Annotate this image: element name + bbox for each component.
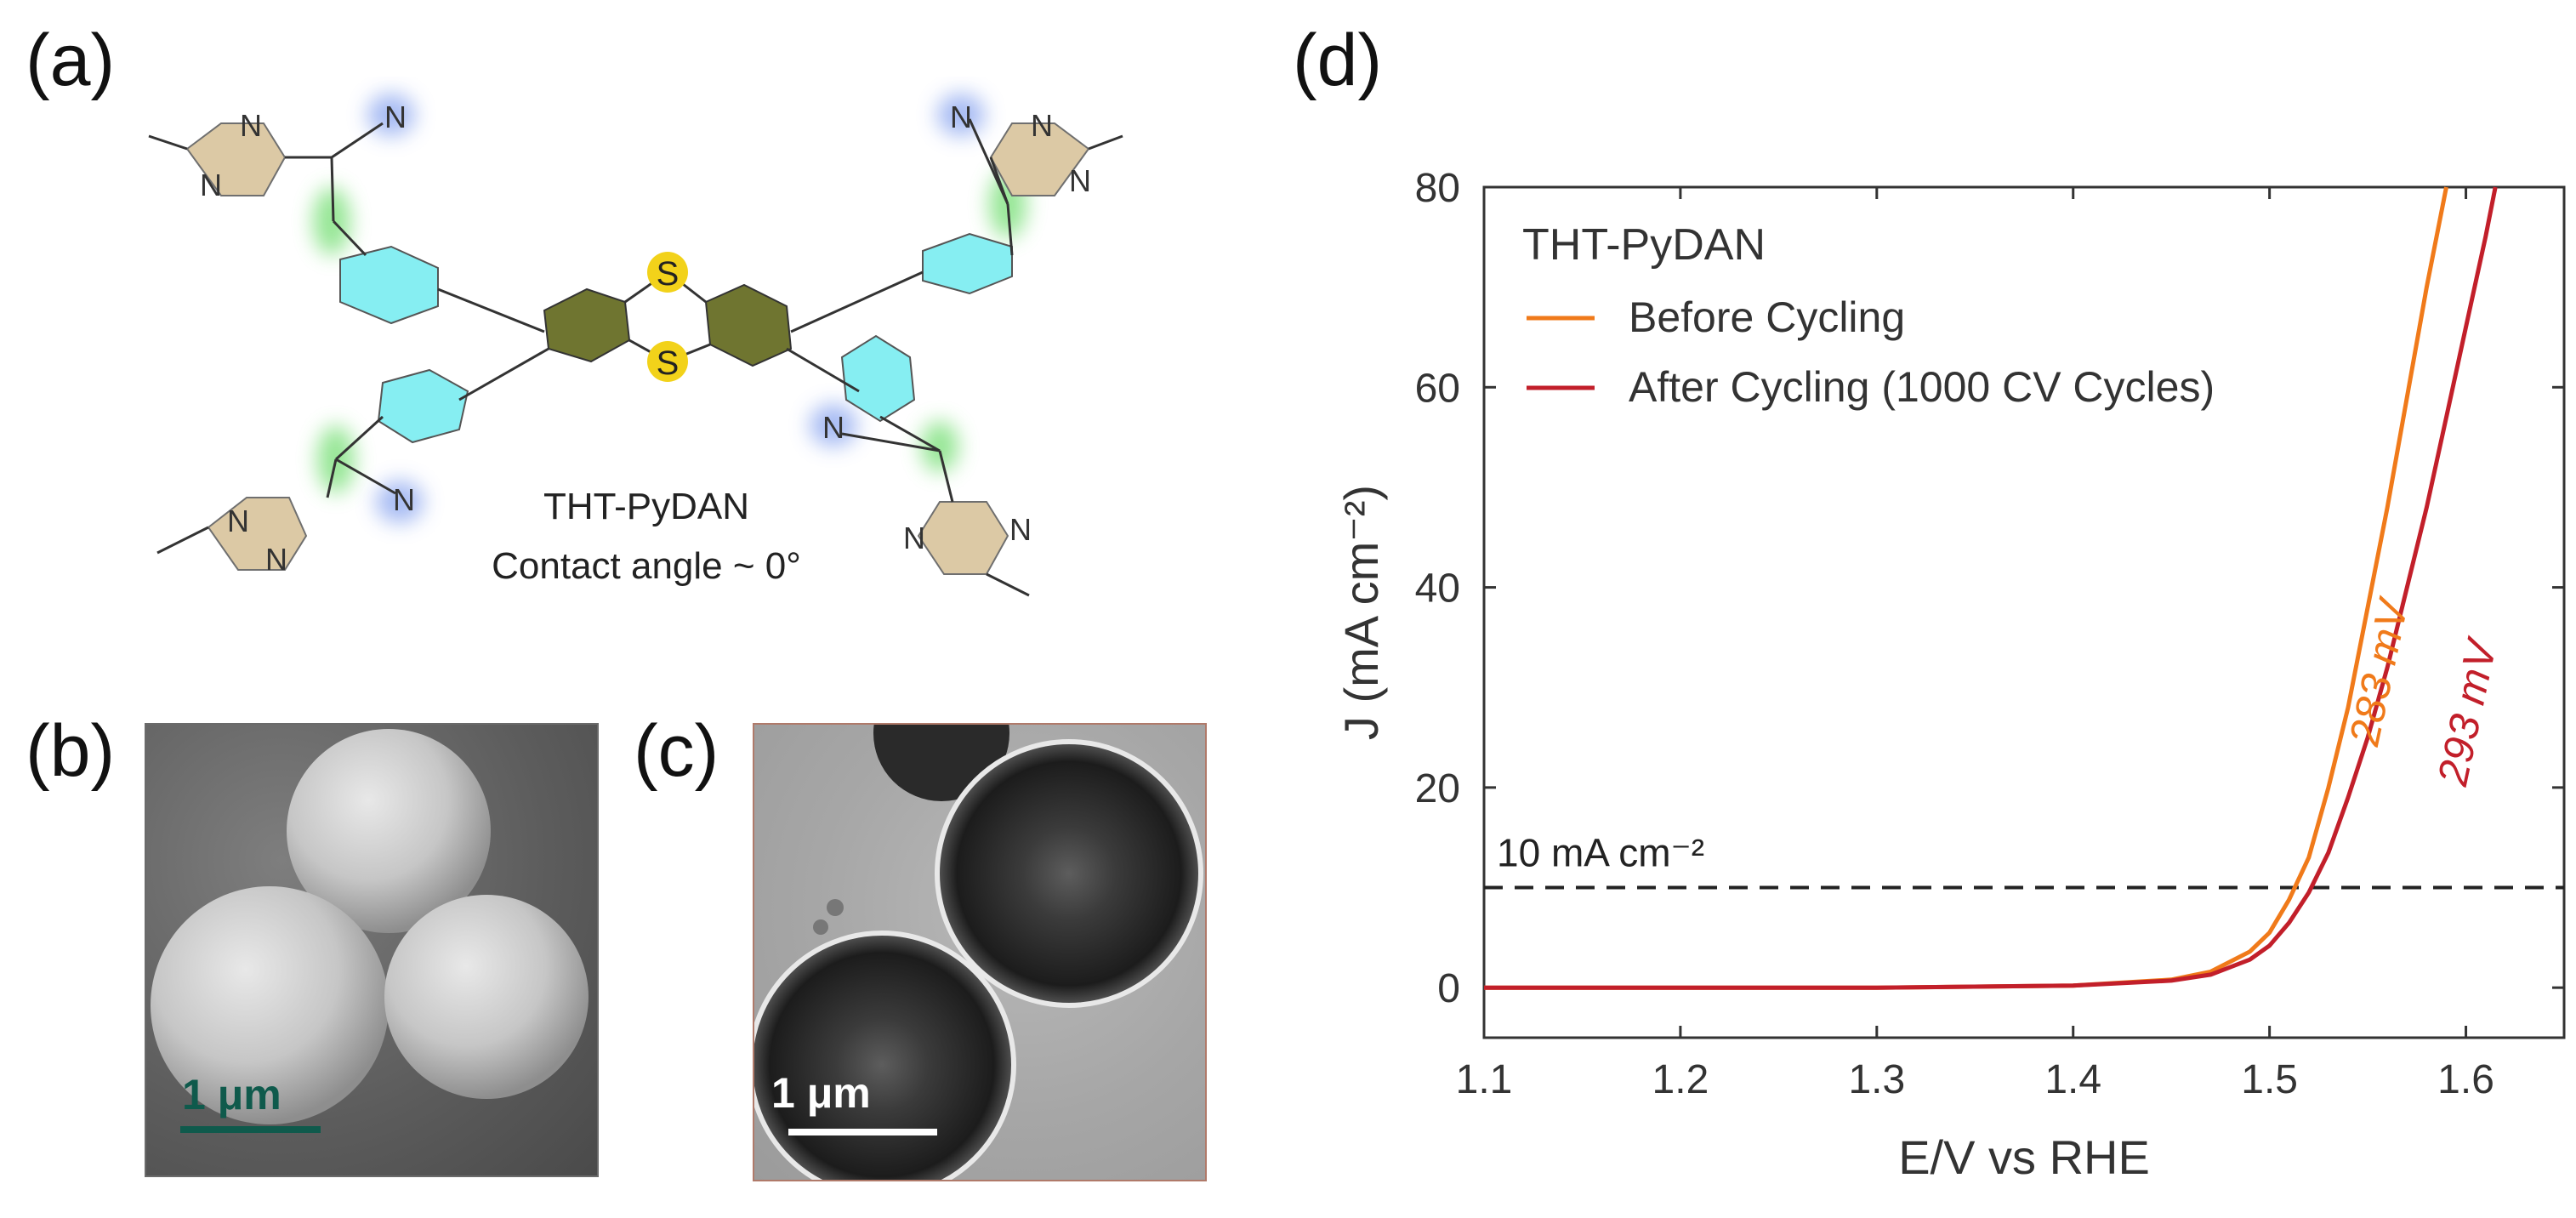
x-tick-label: 1.3 xyxy=(1848,1057,1905,1102)
y-tick-label: 60 xyxy=(1415,366,1460,411)
panel-label-d: (d) xyxy=(1293,20,1383,101)
x-tick-label: 1.2 xyxy=(1652,1057,1709,1102)
svg-text:N: N xyxy=(265,542,287,577)
sulfur-atoms: S S xyxy=(647,252,688,382)
x-tick-label: 1.6 xyxy=(2437,1057,2494,1102)
legend-title: THT-PyDAN xyxy=(1522,220,1766,270)
sem-scale-label: 1 μm xyxy=(182,1071,281,1118)
y-tick-label: 80 xyxy=(1415,166,1460,211)
annotation-before: 283 mV xyxy=(2340,592,2418,750)
panel-label-a: (a) xyxy=(26,20,116,101)
molecule-name: THT-PyDAN xyxy=(543,486,749,527)
tem-scale-label: 1 μm xyxy=(771,1069,871,1117)
legend-label-1: After Cycling (1000 CV Cycles) xyxy=(1629,363,2215,411)
svg-text:N: N xyxy=(227,504,249,538)
svg-text:N: N xyxy=(200,168,222,202)
plot-frame xyxy=(1482,185,2566,1039)
svg-text:N: N xyxy=(903,521,925,555)
panel-label-b: (b) xyxy=(26,710,116,792)
bonds xyxy=(148,118,1123,597)
y-tick-label: 0 xyxy=(1437,966,1460,1011)
legend-label-0: Before Cycling xyxy=(1629,293,1905,341)
svg-text:N: N xyxy=(950,100,972,134)
benzene-rings xyxy=(339,232,1013,444)
x-tick-label: 1.4 xyxy=(2044,1057,2101,1102)
molecule-structure: S S N N N N N N N N N N N N THT-PyDAN Co… xyxy=(148,94,1123,597)
tem-image: 1 μm xyxy=(753,723,1207,1181)
svg-text:N: N xyxy=(822,410,844,445)
svg-text:S: S xyxy=(657,255,680,293)
panel-label-c: (c) xyxy=(634,710,719,792)
y-tick-label: 20 xyxy=(1415,766,1460,811)
svg-text:S: S xyxy=(657,344,680,382)
core-rings xyxy=(543,283,793,367)
svg-text:N: N xyxy=(1009,512,1032,547)
blue-glows xyxy=(367,94,985,523)
series-line-1 xyxy=(1484,186,2498,990)
reference-line-label: 10 mA cm⁻² xyxy=(1497,831,1704,875)
green-glows xyxy=(313,170,1026,493)
svg-text:N: N xyxy=(384,100,407,134)
nitrogen-labels: N N N N N N N N N N N N xyxy=(200,100,1091,577)
svg-text:N: N xyxy=(240,108,262,143)
y-tick-label: 40 xyxy=(1415,566,1460,612)
contact-angle-caption: Contact angle ~ 0° xyxy=(492,545,801,587)
y-axis-label: J (mA cm⁻²) xyxy=(1334,485,1388,740)
x-tick-label: 1.1 xyxy=(1456,1057,1513,1102)
annotation-after: 293 mV xyxy=(2428,632,2506,790)
tem-scale-bar xyxy=(788,1129,937,1135)
sem-scale-bar xyxy=(180,1126,321,1133)
sem-image: 1 μm xyxy=(145,723,599,1177)
svg-text:N: N xyxy=(1031,108,1053,143)
svg-text:N: N xyxy=(393,482,415,517)
sem-spheres xyxy=(151,729,589,1133)
svg-text:N: N xyxy=(1069,163,1091,198)
x-axis-label: E/V vs RHE xyxy=(1898,1130,2150,1184)
lsv-chart: 1.1 1.2 1.3 1.4 1.5 1.6 0 20 40 60 80E/V vs RHE J (… xyxy=(1334,166,2566,1184)
tem-spheres xyxy=(754,725,1203,1180)
x-tick-label: 1.5 xyxy=(2241,1057,2298,1102)
